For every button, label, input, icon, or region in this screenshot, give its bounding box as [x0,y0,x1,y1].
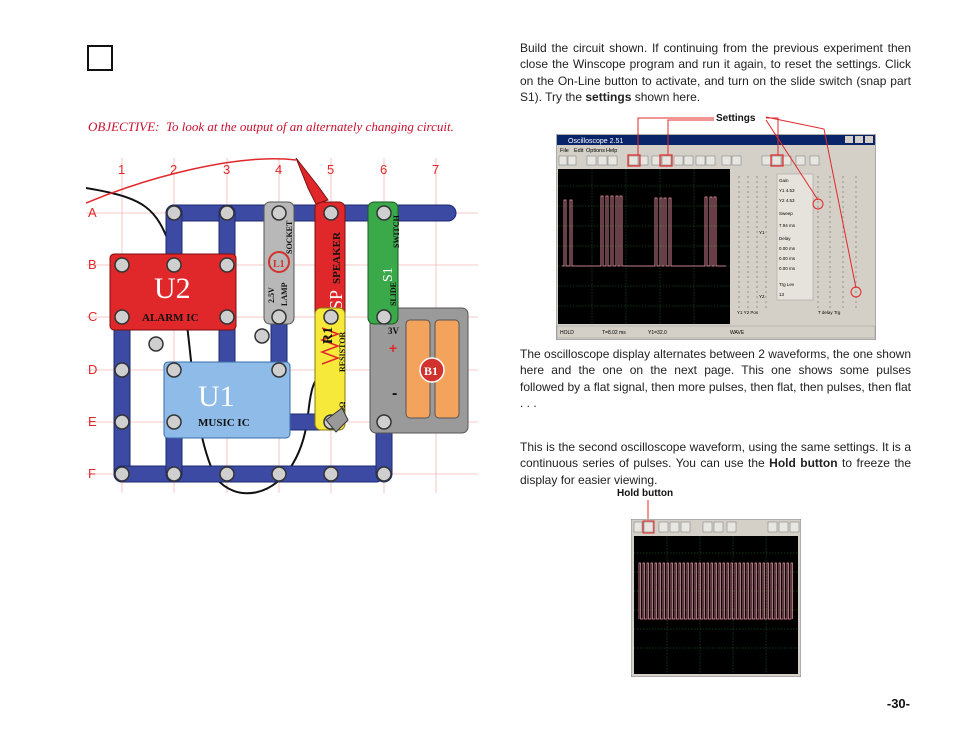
objective-body: To look at the output of an alternately … [165,119,454,134]
svg-text:T delay Trg: T delay Trg [818,310,841,315]
lamp-socket: SOCKET [285,220,294,254]
hold-button-caption: Hold button [617,488,674,499]
resistor-label: R1 [321,327,336,344]
lamp-name: LAMP [280,282,289,306]
hold-callout-line [647,500,649,520]
svg-text:0.00 ms: 0.00 ms [779,256,796,261]
row-label-c: C [88,309,97,324]
battery-minus: - [392,385,397,402]
para1-tail: shown here. [631,90,701,105]
svg-text:Sweep: Sweep [779,211,793,216]
battery-plus: + [389,340,397,356]
instructions-paragraph: Build the circuit shown. If continuing f… [520,40,911,106]
resistor-name: RESISTOR [338,331,347,372]
svg-text:Y1: Y1 [759,230,765,235]
svg-text:HOLD: HOLD [560,330,574,336]
u1-label: U1 [198,380,235,413]
settings-callout-lines [637,116,857,289]
lamp-label: L1 [273,259,285,270]
row-label-b: B [88,257,97,272]
scope-menu-edit: Edit [574,148,584,154]
switch-name: SLIDE [389,282,398,306]
scope-menu-options: Options [586,148,605,154]
svg-text:Y1 4.53: Y1 4.53 [779,188,795,193]
col-label-3: 3 [223,162,230,177]
settings-caption: Settings [716,113,756,124]
svg-text:Trg Lev: Trg Lev [779,282,795,287]
para1-bold: settings [585,90,632,105]
col-label-7: 7 [432,162,439,177]
waveform-description: The oscilloscope display alternates betw… [520,347,911,411]
col-label-4: 4 [275,162,282,177]
u1-name: MUSIC IC [198,417,250,429]
para3-tail: to freeze the display for easier viewing… [520,456,912,487]
switch-word: SWITCH [392,214,401,248]
speaker-name: SPEAKER [331,231,343,284]
pulse-train [638,562,793,620]
svg-text:13: 13 [779,292,785,297]
scope-menu-help: Help [606,148,617,154]
scope-menu-file: File [560,148,569,154]
col-label-5: 5 [327,162,334,177]
scope-title: Oscilloscope 2.51 [568,138,623,145]
objective-text: OBJECTIVE: To look at the output of an a… [88,118,476,136]
col-label-1: 1 [118,162,125,177]
svg-text:0.00 ms: 0.00 ms [779,266,796,271]
para3-text: This is the second oscilloscope waveform… [520,440,911,471]
svg-text:Y1=32.0: Y1=32.0 [648,330,667,336]
svg-text:Y2: Y2 [759,294,765,299]
svg-text:T=8.02 ms: T=8.02 ms [602,330,626,336]
second-waveform-description: This is the second oscilloscope waveform… [520,439,911,488]
svg-text:Delay: Delay [779,236,791,241]
circuit-diagram: 1 2 3 4 5 6 7 A B C D E F B1 3V + - U2 [86,158,478,495]
experiment-number-box [87,45,113,71]
pulse-waveform [638,562,793,620]
svg-text:7.94 ms: 7.94 ms [779,223,796,228]
lamp-volt: 2.5V [267,287,276,303]
svg-text:Y2 4.53: Y2 4.53 [779,198,795,203]
u2-name: ALARM IC [142,312,199,324]
switch-label: S1 [381,267,396,282]
svg-text:WAVE: WAVE [730,330,745,336]
para1-text: Build the circuit shown. If continuing f… [520,41,911,105]
row-label-f: F [88,466,96,481]
para3-bold: Hold button [769,456,838,471]
svg-text:0.00 ms: 0.00 ms [779,246,796,251]
battery-label: B1 [424,364,438,378]
speaker-label: SP [326,290,346,310]
u2-label: U2 [154,272,191,305]
oscilloscope-hold-screenshot [631,519,801,677]
svg-text:Gain: Gain [779,178,789,183]
objective-label: OBJECTIVE: [88,119,160,134]
col-label-6: 6 [380,162,387,177]
row-label-e: E [88,414,97,429]
row-label-a: A [88,205,97,220]
svg-text:Y1 Y2 Pos: Y1 Y2 Pos [737,310,759,315]
page-number: -30- [886,696,910,711]
row-label-d: D [88,362,97,377]
col-label-2: 2 [170,162,177,177]
oscilloscope-screenshot: Oscilloscope 2.51 File Edit Options Help… [556,134,876,340]
battery-volt: 3V [388,326,400,336]
